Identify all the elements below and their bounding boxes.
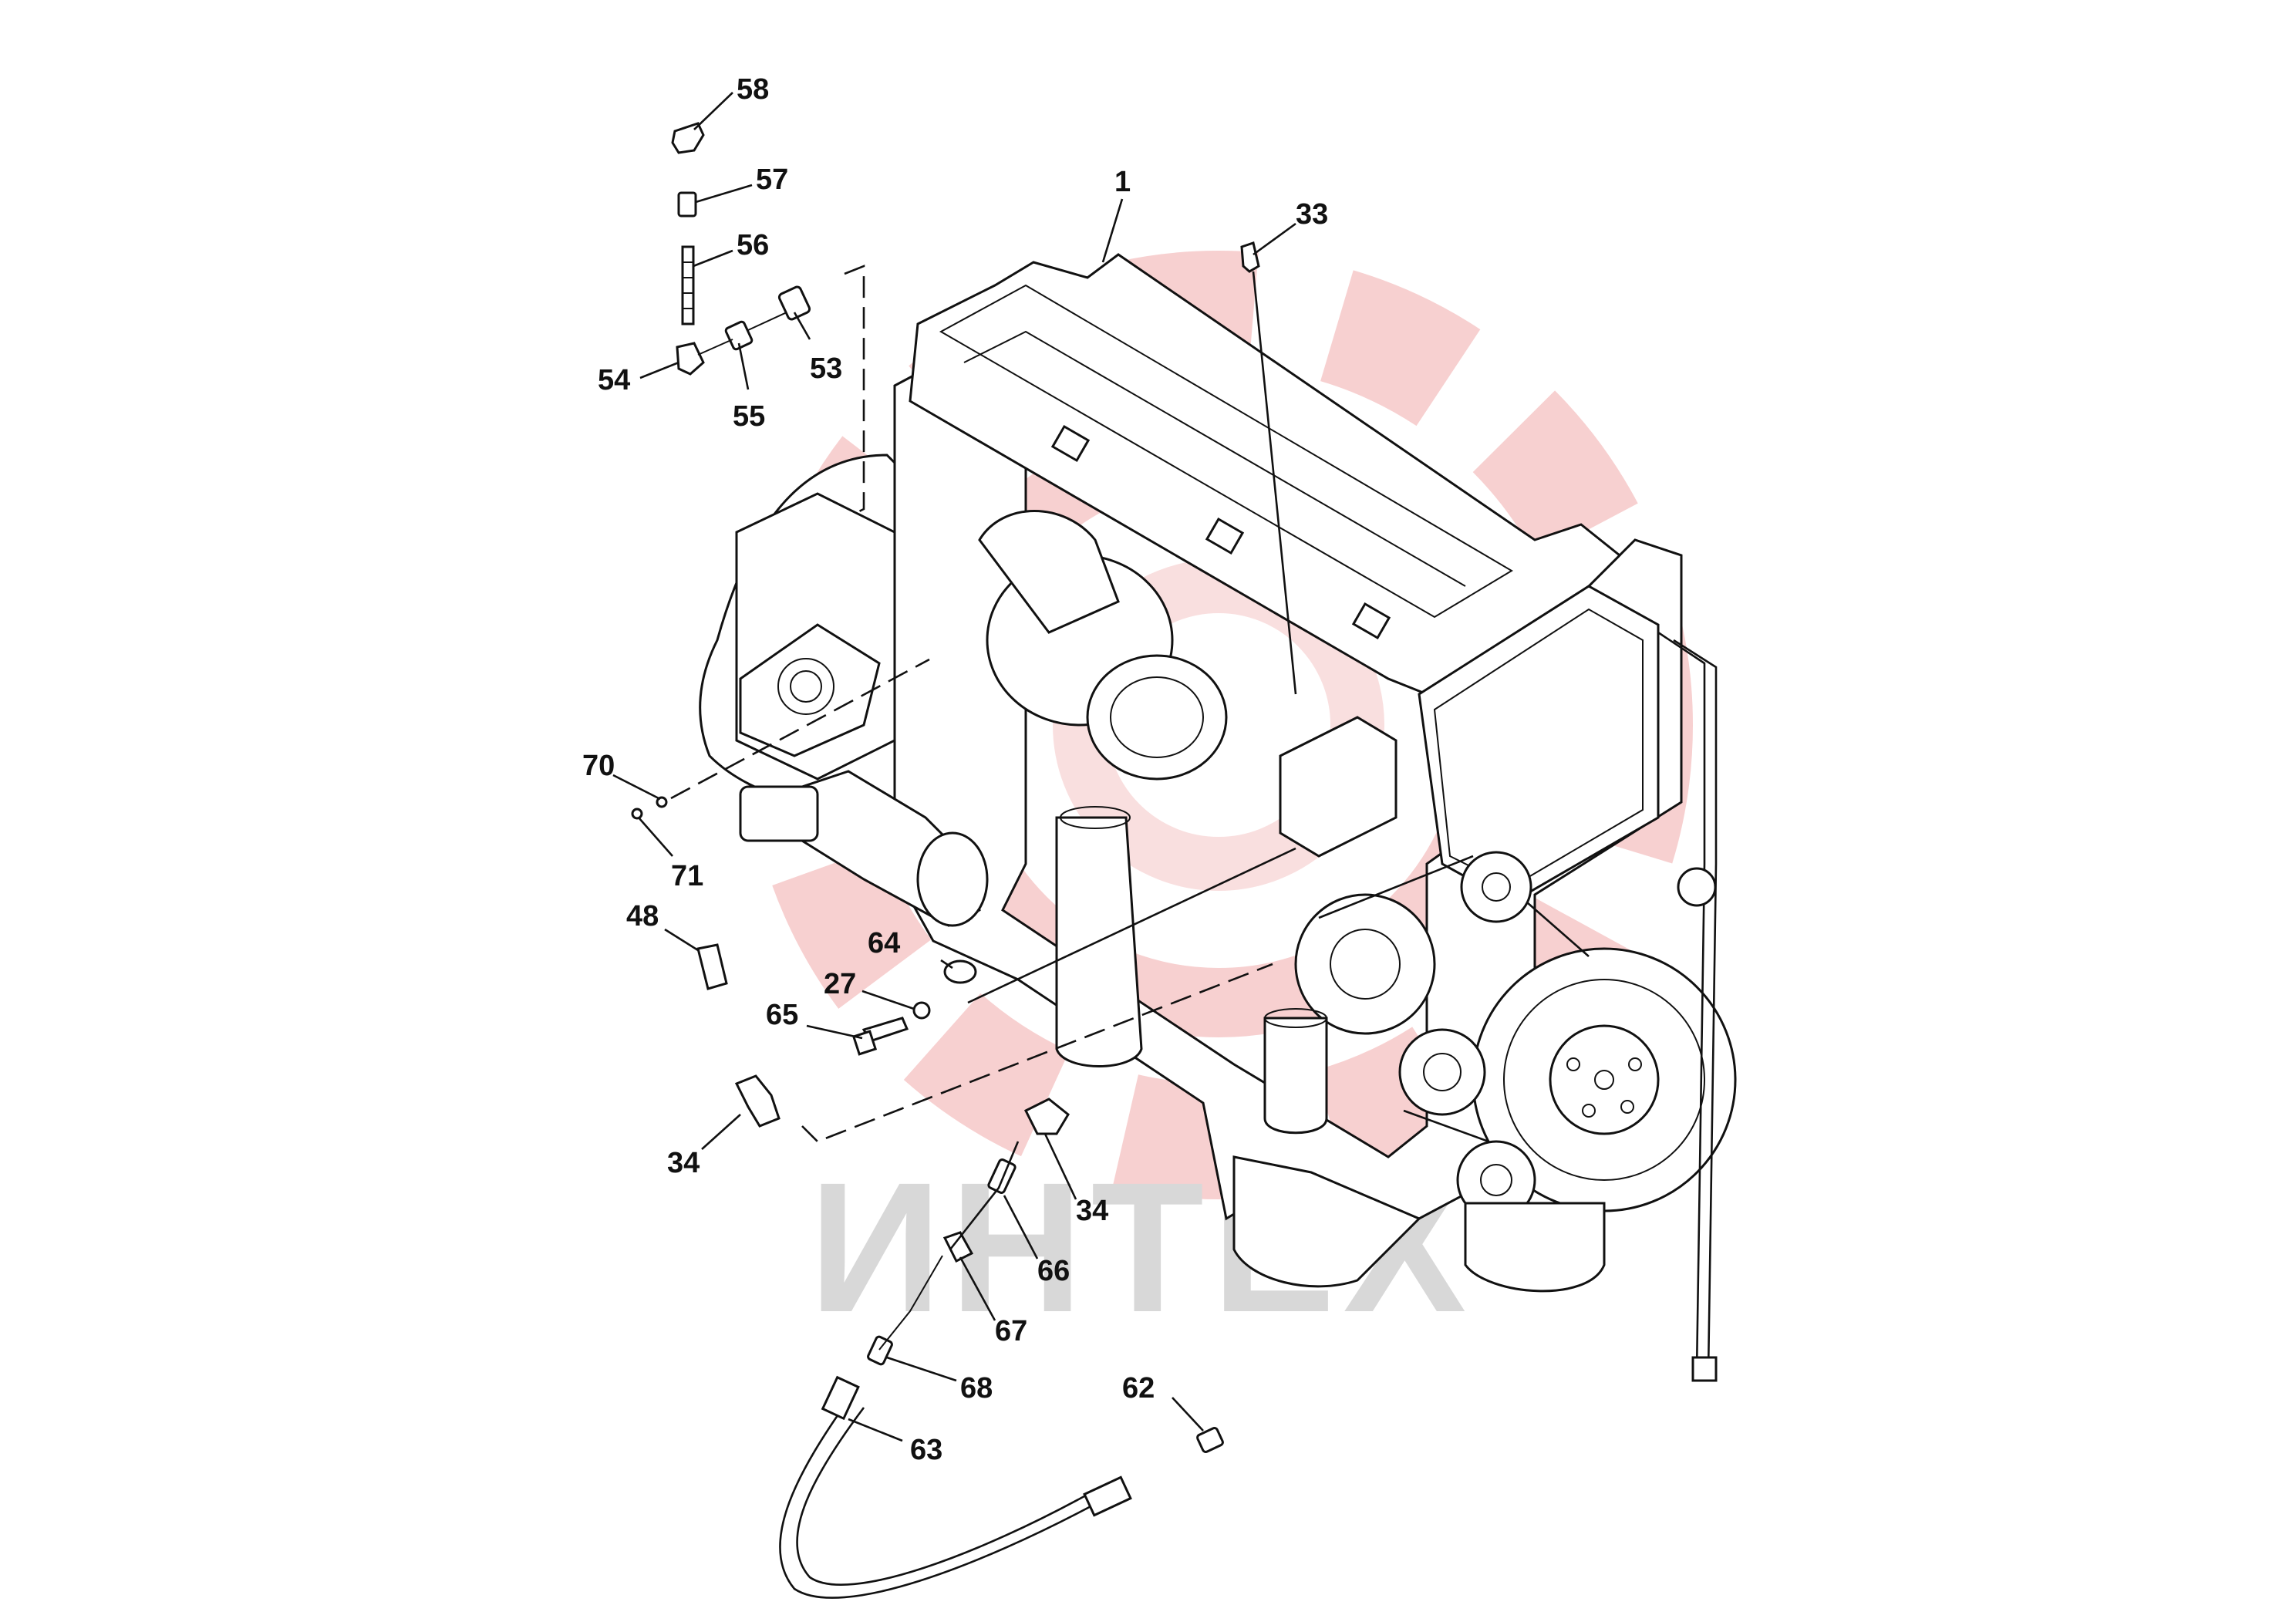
callout-34-left: 34 [667, 1147, 700, 1179]
valve-cover [909, 253, 1622, 696]
callout-64: 64 [868, 927, 900, 959]
part-62-fitting [1196, 1427, 1224, 1453]
part-58-cap [671, 122, 705, 154]
callout-68: 68 [960, 1372, 993, 1404]
starter-solenoid [739, 785, 819, 842]
callout-53: 53 [810, 352, 842, 385]
compressor-outlet [1086, 654, 1228, 781]
leader-lines [612, 92, 1297, 1442]
callout-71: 71 [671, 860, 703, 892]
part-71-washer [631, 808, 643, 820]
part-63-hose [779, 1399, 1096, 1599]
drive-belt [1318, 855, 1590, 1143]
callout-62: 62 [1122, 1372, 1155, 1404]
part-67-tube [942, 1231, 974, 1263]
intake-elbow [978, 510, 1120, 634]
part-64-clamp [943, 959, 977, 984]
part-57-coupling [677, 191, 697, 218]
assembly-line-53 [844, 265, 865, 514]
idler-pulley [1460, 851, 1532, 923]
front-cover [1418, 585, 1660, 904]
callout-57: 57 [756, 164, 788, 196]
callout-66: 66 [1037, 1255, 1070, 1287]
assembly-line-34 [801, 963, 1273, 1143]
part-48-fitting [696, 943, 728, 990]
callout-48: 48 [626, 900, 659, 932]
part-53-adapter [777, 285, 811, 321]
alternator [1294, 893, 1436, 1035]
fuel-filter [1263, 1017, 1328, 1135]
callout-70: 70 [582, 750, 615, 782]
crank-pulley-hub [1549, 1024, 1660, 1135]
oil-pan [1232, 1155, 1421, 1288]
part-55-nipple [724, 320, 754, 351]
callout-27: 27 [824, 968, 856, 1000]
callout-55: 55 [733, 400, 765, 433]
callout-56: 56 [737, 229, 769, 261]
part-27-washer [912, 1001, 931, 1020]
tensioner-pulley [1398, 1028, 1486, 1116]
callout-34-right: 34 [1076, 1195, 1108, 1227]
callout-67: 67 [995, 1315, 1027, 1347]
callout-63: 63 [910, 1434, 942, 1466]
callout-33: 33 [1296, 198, 1328, 231]
dipstick-tube [1657, 631, 1706, 1374]
callout-1: 1 [1114, 166, 1131, 198]
part-33-sensor [1240, 241, 1260, 273]
callout-65: 65 [766, 999, 798, 1031]
starter-drive [777, 658, 834, 715]
part-34-elbow-left [734, 1074, 781, 1128]
part-68-fitting [867, 1335, 893, 1366]
assembly-line-70 [670, 658, 930, 800]
callout-labels: 58 57 56 53 54 55 1 33 70 71 48 64 27 65… [582, 73, 1328, 1466]
part-70-screw [656, 796, 668, 808]
callout-58: 58 [737, 73, 769, 106]
callout-54: 54 [598, 364, 630, 396]
engine-assembly [699, 253, 1737, 1382]
starter-flange [739, 623, 881, 757]
part-34-elbow-right [1023, 1098, 1070, 1135]
ecm-module [1279, 716, 1397, 858]
part-54-elbow [676, 342, 705, 376]
part-56-stud [681, 245, 695, 325]
